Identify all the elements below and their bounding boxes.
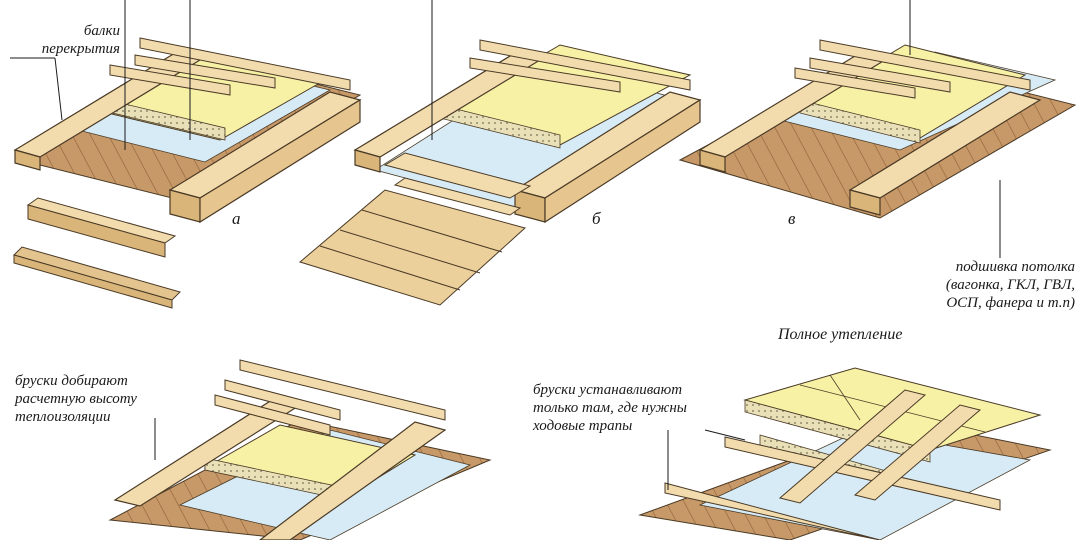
- leader-lines: [10, 0, 1001, 490]
- beams-label-line-1: балки: [83, 23, 120, 39]
- bars-height-line-3: теплоизоляции: [15, 409, 111, 425]
- walkway-bars-line-1: бруски устанавливают: [533, 382, 683, 398]
- bars-height-illustration: [108, 359, 492, 540]
- bars-height-label: бруски добирают расчетную высоту теплоиз…: [15, 372, 137, 426]
- walkway-bars-line-2: только там, где нужны: [533, 400, 687, 416]
- bars-height-line-1: бруски добирают: [15, 373, 128, 389]
- variant-v-letter: в: [788, 209, 796, 228]
- ceiling-lining-label: подшивка потолка (вагонка, ГКЛ, ГВЛ, ОСП…: [880, 258, 1075, 312]
- walkway-bars-line-3: ходовые трапы: [533, 418, 633, 434]
- variant-b-letter: б: [592, 209, 601, 228]
- variant-b-illustration: [298, 39, 702, 306]
- ceiling-lining-line-1: подшивка потолка: [955, 259, 1075, 275]
- beams-label: балки перекрытия: [15, 22, 120, 58]
- variant-a-letter: а: [232, 209, 241, 228]
- ceiling-lining-line-2: (вагонка, ГКЛ, ГВЛ,: [945, 277, 1075, 293]
- bars-height-line-2: расчетную высоту: [15, 391, 137, 407]
- full-insulation-heading: Полное утепление: [778, 326, 903, 343]
- variant-a-illustration: [13, 37, 362, 309]
- walkway-bars-illustration: [638, 367, 1052, 540]
- beams-label-line-2: перекрытия: [41, 41, 120, 57]
- variant-v-illustration: [678, 39, 1077, 219]
- ceiling-lining-line-3: ОСП, фанера и т.п): [946, 295, 1075, 311]
- walkway-bars-label: бруски устанавливают только там, где нуж…: [533, 381, 687, 435]
